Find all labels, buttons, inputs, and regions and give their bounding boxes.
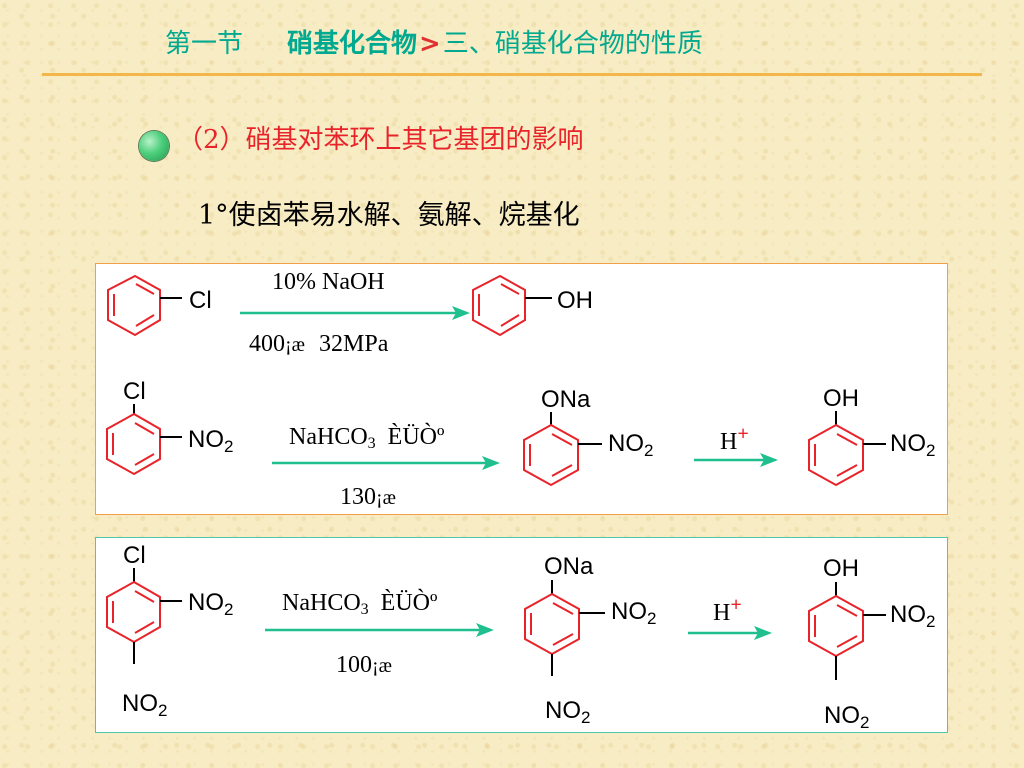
- r2-solvent: ÈÜÒº: [387, 424, 445, 450]
- r3-condition-bottom: 100¡æ: [336, 651, 392, 680]
- r1-temp-unit: ¡æ: [285, 334, 305, 356]
- r1-condition-bottom: 400¡æ 32MPa: [249, 330, 388, 359]
- r2-product-no2: NO2: [890, 430, 936, 460]
- r1-condition-top: 10% NaOH: [272, 269, 385, 295]
- title-topic: 三、硝基化合物的性质: [442, 29, 703, 59]
- point-text: 1°使卤苯易水解、氨解、烷基化: [198, 200, 580, 231]
- r1-reactant-group: Cl: [189, 287, 212, 314]
- r3-intermediate-no2-para: NO2: [545, 697, 591, 727]
- green-bullet-icon: [139, 131, 169, 161]
- r2-intermediate-top: ONa: [541, 386, 591, 413]
- r3-intermediate-no2-ortho: NO2: [611, 598, 657, 628]
- slide-title: 第一节 硝基化合物>三、硝基化合物的性质: [165, 26, 703, 62]
- r2-temp: 130: [340, 484, 376, 510]
- r3-reactant-no2-ortho: NO2: [188, 589, 234, 619]
- r2-intermediate-no2: NO2: [608, 430, 654, 460]
- r3-reagent: NaHCO: [282, 590, 361, 616]
- r1-temp: 400: [249, 331, 285, 357]
- r3-reactant-cl: Cl: [123, 542, 146, 569]
- r2-reactant-no2: NO2: [188, 426, 234, 456]
- r3-product-no2-para: NO2: [824, 702, 870, 732]
- r2-acid: H+: [720, 423, 749, 455]
- title-chapter: 硝基化合物: [287, 29, 418, 59]
- r3-product-top: OH: [823, 555, 859, 582]
- title-section: 第一节: [165, 29, 244, 59]
- r3-acid: H+: [713, 594, 742, 626]
- r2-product-top: OH: [823, 385, 859, 412]
- r3-solvent: ÈÜÒº: [380, 590, 438, 616]
- subheading: （2）硝基对苯环上其它基团的影响: [177, 125, 584, 155]
- r2-condition-bottom: 130¡æ: [340, 483, 396, 512]
- r3-intermediate-top: ONa: [544, 553, 594, 580]
- r1-product-group: OH: [557, 287, 593, 314]
- r3-reactant-no2-para: NO2: [122, 690, 168, 720]
- r2-reagent: NaHCO: [289, 424, 368, 450]
- r2-temp-unit: ¡æ: [376, 487, 396, 509]
- title-separator: >: [419, 29, 441, 59]
- r3-temp: 100: [336, 652, 372, 678]
- reaction-box-2: [95, 537, 948, 733]
- r1-pressure: 32MPa: [319, 331, 389, 357]
- r2-reactant-cl: Cl: [123, 378, 146, 405]
- reaction-box-1: [95, 263, 948, 515]
- r3-product-no2-ortho: NO2: [890, 601, 936, 631]
- title-underline: [42, 73, 982, 76]
- r3-temp-unit: ¡æ: [372, 655, 392, 677]
